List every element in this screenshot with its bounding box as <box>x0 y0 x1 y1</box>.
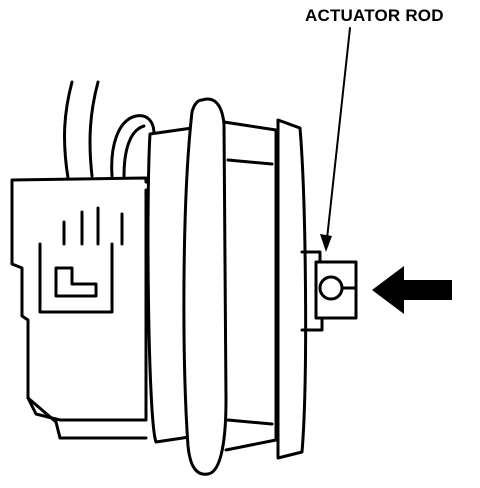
callout-leader-line <box>325 27 351 249</box>
diaphragm-housing <box>182 97 228 476</box>
actuator-rod <box>300 250 358 332</box>
rear-housing <box>222 120 278 452</box>
connector-housing <box>10 176 162 440</box>
actuator-rod-label: ACTUATOR ROD <box>305 6 444 25</box>
callout-arrowhead <box>320 234 332 252</box>
vacuum-hoses <box>63 80 156 180</box>
rear-flange <box>276 118 308 460</box>
left-arrow-icon <box>372 266 452 314</box>
